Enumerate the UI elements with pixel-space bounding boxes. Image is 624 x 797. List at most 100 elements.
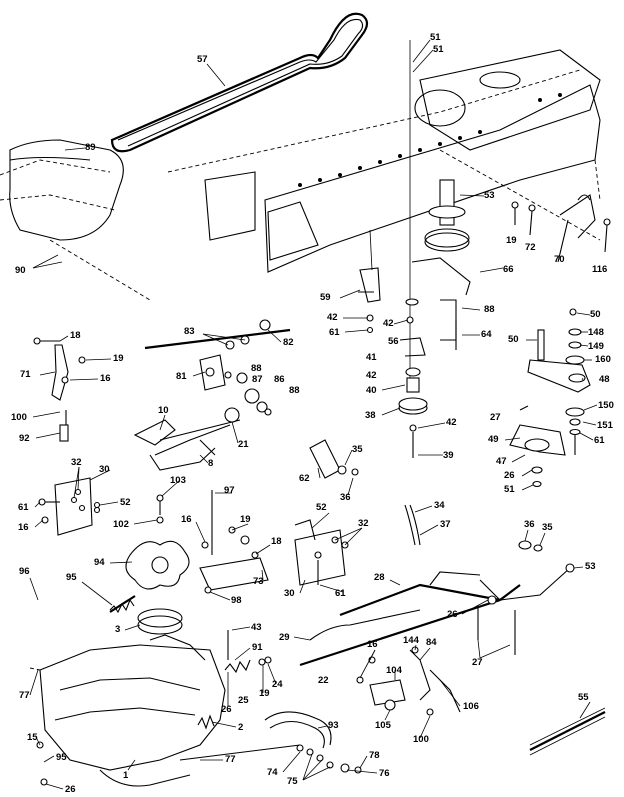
callout-55: 55 (578, 692, 589, 703)
rod-62 (309, 439, 359, 479)
callout-39: 39 (443, 450, 454, 461)
spring-95 (109, 595, 136, 614)
callout-94: 94 (94, 557, 105, 568)
callout-76: 76 (379, 768, 390, 779)
callout-19: 19 (259, 688, 270, 699)
callout-87: 87 (252, 374, 263, 385)
callout-56: 56 (388, 336, 399, 347)
callout-42: 42 (366, 370, 377, 381)
callout-51: 51 (433, 44, 444, 55)
linkage-assembly (133, 407, 241, 471)
callout-83: 83 (184, 326, 195, 337)
callout-41: 41 (366, 352, 377, 363)
callout-26: 26 (221, 704, 232, 715)
callout-25: 25 (238, 695, 249, 706)
callout-35: 35 (542, 522, 553, 533)
callout-61: 61 (335, 588, 346, 599)
callout-34: 34 (434, 500, 445, 511)
callout-61: 61 (594, 435, 605, 446)
callout-75: 75 (287, 776, 298, 787)
callout-71: 71 (20, 369, 31, 380)
callout-16: 16 (181, 514, 192, 525)
control-rods (299, 563, 575, 667)
hardware-35-36 (518, 540, 543, 552)
transaxle (29, 634, 301, 787)
callout-160: 160 (595, 354, 611, 365)
callout-100: 100 (413, 734, 429, 745)
spring-2 (197, 714, 215, 730)
callout-95: 95 (66, 572, 77, 583)
callout-100: 100 (11, 412, 27, 423)
callout-8: 8 (208, 458, 213, 469)
callout-18: 18 (271, 536, 282, 547)
callout-29: 29 (279, 632, 290, 643)
callout-labels: 57 51 51 89 90 53 19 72 70 116 66 59 42 … (11, 32, 614, 795)
idler-stack (398, 298, 457, 458)
callout-51: 51 (430, 32, 441, 43)
callout-27: 27 (472, 657, 483, 668)
leader-lines (29, 39, 598, 790)
callout-62: 62 (299, 473, 310, 484)
callout-32: 32 (71, 457, 82, 468)
callout-77: 77 (225, 754, 236, 765)
callout-15: 15 (27, 732, 38, 743)
callout-22: 22 (318, 675, 329, 686)
callout-149: 149 (588, 341, 604, 352)
callout-98: 98 (231, 595, 242, 606)
callout-77: 77 (19, 690, 30, 701)
callout-26: 26 (504, 470, 515, 481)
right-bracket-assembly (509, 308, 591, 488)
fan-pulley (125, 494, 190, 635)
callout-151: 151 (597, 420, 614, 431)
shaft-81 (144, 319, 291, 416)
callout-93: 93 (328, 720, 339, 731)
callout-90: 90 (15, 265, 26, 276)
callout-103: 103 (170, 475, 186, 486)
callout-74: 74 (267, 767, 278, 778)
deck-bracket (0, 139, 151, 301)
callout-42: 42 (327, 312, 338, 323)
callout-73: 73 (253, 576, 264, 587)
callout-61: 61 (18, 502, 29, 513)
callout-26: 26 (447, 609, 458, 620)
callout-72: 72 (525, 242, 536, 253)
callout-19: 19 (506, 235, 517, 246)
callout-19: 19 (113, 353, 124, 364)
drive-belt (110, 12, 369, 153)
callout-10: 10 (158, 405, 169, 416)
callout-84: 84 (426, 637, 437, 648)
callout-102: 102 (113, 519, 129, 530)
callout-32: 32 (358, 518, 369, 529)
rod-34 (404, 504, 421, 546)
callout-150: 150 (598, 400, 614, 411)
callout-106: 106 (463, 701, 479, 712)
callout-36: 36 (340, 492, 351, 503)
callout-38: 38 (365, 410, 376, 421)
callout-49: 49 (488, 434, 499, 445)
belt-55 (529, 707, 606, 756)
callout-48: 48 (599, 374, 610, 385)
bracket-59 (358, 267, 381, 334)
callout-57: 57 (197, 54, 208, 65)
callout-66: 66 (503, 264, 514, 275)
callout-53: 53 (484, 190, 495, 201)
callout-30: 30 (99, 464, 110, 475)
callout-16: 16 (100, 373, 111, 384)
callout-52: 52 (316, 502, 327, 513)
callout-104: 104 (386, 665, 403, 676)
callout-26: 26 (65, 784, 76, 795)
callout-97: 97 (224, 485, 235, 496)
spring-bracket (557, 194, 596, 263)
callout-30: 30 (284, 588, 295, 599)
callout-105: 105 (375, 720, 392, 731)
callout-92: 92 (19, 433, 30, 444)
frame-assembly (167, 49, 601, 273)
callout-50: 50 (508, 334, 519, 345)
callout-53: 53 (585, 561, 596, 572)
callout-89: 89 (85, 142, 96, 153)
callout-42: 42 (446, 417, 457, 428)
callout-3: 3 (115, 624, 120, 635)
callout-91: 91 (252, 642, 263, 653)
idler-pulley-assembly (369, 40, 471, 380)
callout-43: 43 (251, 622, 262, 633)
